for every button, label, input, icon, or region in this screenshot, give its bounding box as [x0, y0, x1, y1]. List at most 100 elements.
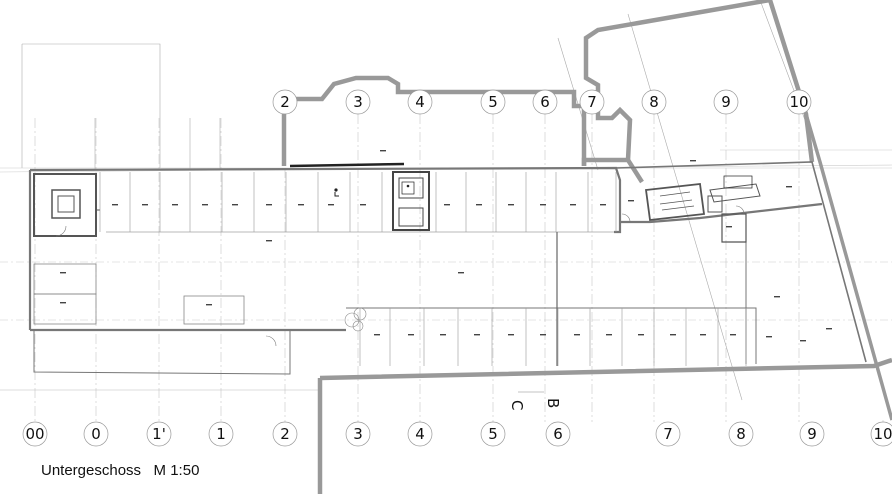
room-tag	[142, 204, 148, 206]
room-tag	[800, 340, 806, 342]
room-tag	[766, 336, 772, 338]
tree-symbol	[344, 307, 367, 332]
axis-circle	[345, 89, 371, 115]
room-tag	[628, 200, 634, 202]
section-marks: C B	[508, 391, 562, 410]
axis-label: 10	[789, 93, 808, 111]
accessible-parking-icons	[334, 175, 753, 197]
room-tag	[670, 334, 676, 336]
axis-label: 8	[649, 93, 659, 111]
room-tag	[774, 296, 780, 298]
axis-circle	[272, 89, 298, 115]
drawing-title: Untergeschoss M 1:50	[41, 462, 200, 479]
axis-circle	[83, 421, 109, 447]
axis-label: 5	[488, 93, 498, 111]
room-tag	[474, 334, 480, 336]
room-tag	[730, 334, 736, 336]
room-tag	[540, 334, 546, 336]
axis-label: 7	[587, 93, 597, 111]
room-tag	[574, 334, 580, 336]
axis-bubble: 2	[272, 89, 298, 115]
axis-circle	[713, 89, 739, 115]
axis-circle	[208, 421, 234, 447]
axis-bubble: 9	[713, 89, 739, 115]
room-tag	[476, 204, 482, 206]
axis-bubble: 8	[728, 421, 754, 447]
axis-circle	[641, 89, 667, 115]
room-tag	[60, 302, 66, 304]
room-tag	[600, 204, 606, 206]
axis-bubble: 3	[345, 421, 371, 447]
outer-walls	[28, 161, 867, 375]
room-tag	[298, 204, 304, 206]
stair-core-left	[33, 173, 100, 237]
axis-circle	[480, 89, 506, 115]
axis-circle	[407, 421, 433, 447]
storage-rooms	[33, 263, 245, 325]
axis-circle	[728, 421, 754, 447]
axis-label: 3	[353, 425, 363, 443]
room-tag	[360, 204, 366, 206]
axis-label: 9	[721, 93, 731, 111]
axis-bubble: 9	[799, 421, 825, 447]
axis-bubble: 7	[655, 421, 681, 447]
axis-circle	[799, 421, 825, 447]
room-tag	[206, 304, 212, 306]
room-tag	[508, 204, 514, 206]
room-tag	[172, 204, 178, 206]
parking-bays-top	[99, 172, 617, 232]
axis-label: 1'	[152, 425, 166, 443]
section-mark-b: B	[544, 398, 562, 408]
room-tag	[726, 226, 732, 228]
axis-circle	[786, 89, 812, 115]
room-tag	[380, 150, 386, 152]
axis-label: 7	[663, 425, 673, 443]
axis-circle	[655, 421, 681, 447]
axis-circle	[532, 89, 558, 115]
axis-label: 6	[540, 93, 550, 111]
axis-label: 3	[353, 93, 363, 111]
axis-label: 5	[488, 425, 498, 443]
axis-bubble: 8	[641, 89, 667, 115]
room-tag	[112, 204, 118, 206]
axis-bubble: 6	[545, 421, 571, 447]
slab-edge	[289, 162, 405, 168]
elevator-core	[392, 171, 430, 231]
section-mark-c: C	[508, 400, 526, 410]
axis-label: 1	[216, 425, 226, 443]
axis-circle	[22, 421, 48, 447]
room-tag	[638, 334, 644, 336]
axis-circle	[345, 421, 371, 447]
axis-label: 4	[415, 93, 425, 111]
axis-label: 2	[280, 93, 290, 111]
room-tag	[440, 334, 446, 336]
axis-label: 2	[280, 425, 290, 443]
walls	[281, 0, 892, 494]
room-tag	[266, 204, 272, 206]
site-outlines	[0, 0, 892, 401]
axis-circle	[146, 421, 172, 447]
room-tag	[826, 328, 832, 330]
axis-bubble: 1'	[146, 421, 172, 447]
room-tag	[540, 204, 546, 206]
room-tag	[444, 204, 450, 206]
axis-circle	[545, 421, 571, 447]
room-tag	[458, 272, 464, 274]
axis-markers-top: 2 3 4 5 6 7 8 9 10	[272, 89, 812, 115]
axis-bubble: 6	[532, 89, 558, 115]
room-tag	[60, 272, 66, 274]
room-tag	[266, 240, 272, 242]
axis-bubble: 3	[345, 89, 371, 115]
room-tag	[786, 186, 792, 188]
axis-label: 10	[873, 425, 892, 443]
axis-bubble: 0	[83, 421, 109, 447]
axis-bubble: 1	[208, 421, 234, 447]
axis-label: 0	[91, 425, 101, 443]
axis-bubble: 2	[272, 421, 298, 447]
axis-bubble: 4	[407, 421, 433, 447]
axis-bubble: 10	[870, 421, 892, 447]
parking-bays-bottom	[359, 308, 747, 366]
axis-circle	[480, 421, 506, 447]
